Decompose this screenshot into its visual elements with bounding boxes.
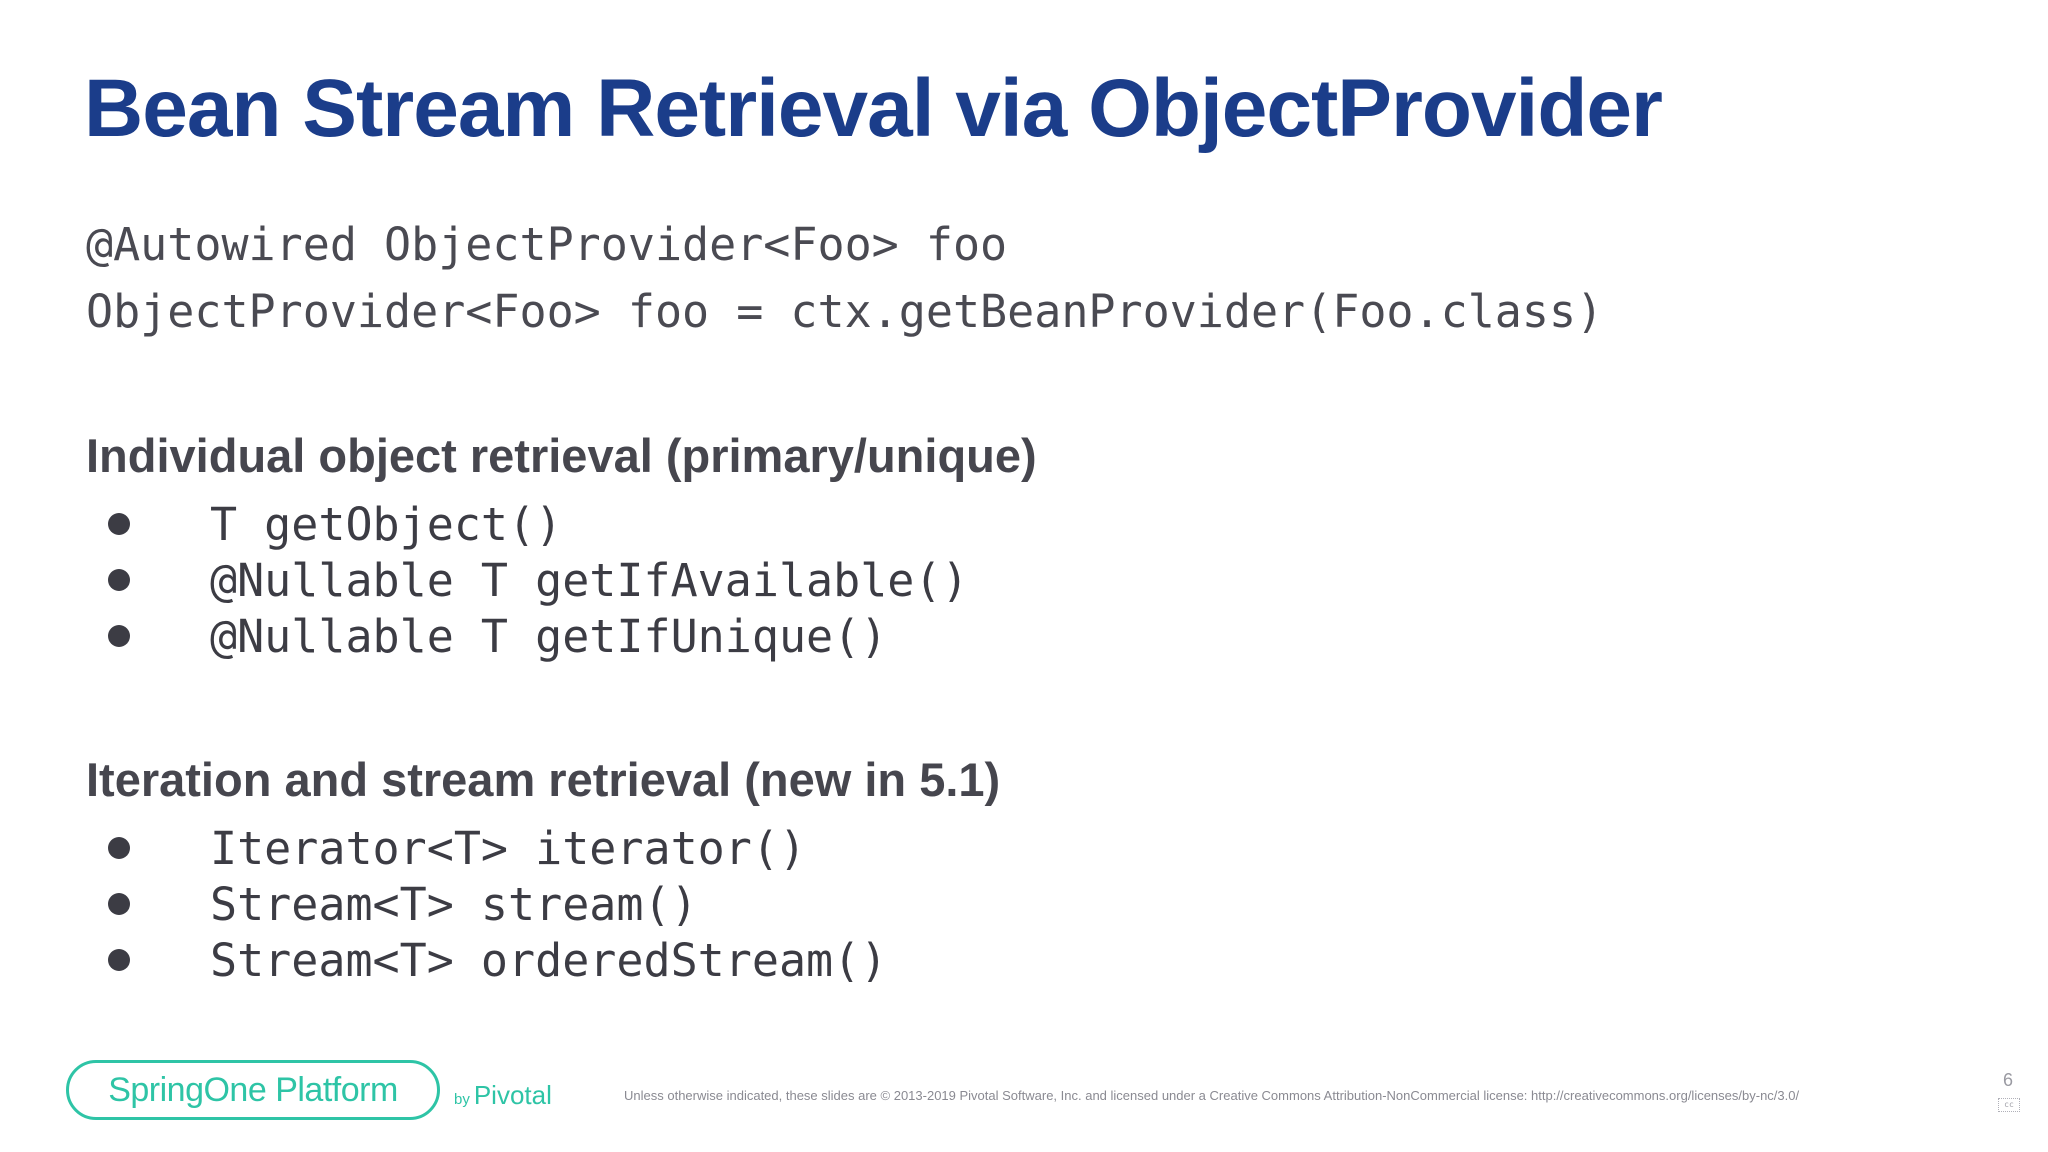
bullet-list-individual-retrieval: T getObject() @Nullable T getIfAvailable…: [108, 496, 969, 664]
bullet-dot-icon: [108, 837, 130, 859]
by-label: by: [454, 1091, 470, 1108]
list-item: @Nullable T getIfAvailable(): [108, 552, 969, 608]
bullet-dot-icon: [108, 893, 130, 915]
section-heading-individual-retrieval: Individual object retrieval (primary/uni…: [86, 429, 1037, 482]
bullet-dot-icon: [108, 569, 130, 591]
bullet-list-stream-retrieval: Iterator<T> iterator() Stream<T> stream(…: [108, 820, 887, 988]
list-item: Stream<T> stream(): [108, 876, 887, 932]
method-signature: @Nullable T getIfAvailable(): [210, 553, 969, 607]
list-item: Iterator<T> iterator(): [108, 820, 887, 876]
creative-commons-icon: cc: [1998, 1098, 2020, 1112]
slide-title: Bean Stream Retrieval via ObjectProvider: [84, 63, 1663, 154]
method-signature: T getObject(): [210, 497, 563, 551]
code-line-autowired: @Autowired ObjectProvider<Foo> foo: [86, 218, 1008, 271]
section-heading-stream-retrieval: Iteration and stream retrieval (new in 5…: [86, 753, 1001, 806]
bullet-dot-icon: [108, 513, 130, 535]
list-item: T getObject(): [108, 496, 969, 552]
list-item: Stream<T> orderedStream(): [108, 932, 887, 988]
code-line-get-bean-provider: ObjectProvider<Foo> foo = ctx.getBeanPro…: [86, 285, 1604, 338]
bullet-dot-icon: [108, 949, 130, 971]
list-item: @Nullable T getIfUnique(): [108, 608, 969, 664]
method-signature: Iterator<T> iterator(): [210, 821, 807, 875]
method-signature: Stream<T> orderedStream(): [210, 933, 888, 987]
pivotal-label: Pivotal: [473, 1080, 552, 1110]
method-signature: @Nullable T getIfUnique(): [210, 609, 888, 663]
springone-platform-logo: SpringOne Platform: [66, 1060, 440, 1120]
page-number: 6: [2002, 1070, 2013, 1090]
method-signature: Stream<T> stream(): [210, 877, 698, 931]
license-notice: Unless otherwise indicated, these slides…: [624, 1088, 1800, 1103]
bullet-dot-icon: [108, 625, 130, 647]
logo-text: SpringOne Platform: [108, 1070, 398, 1109]
